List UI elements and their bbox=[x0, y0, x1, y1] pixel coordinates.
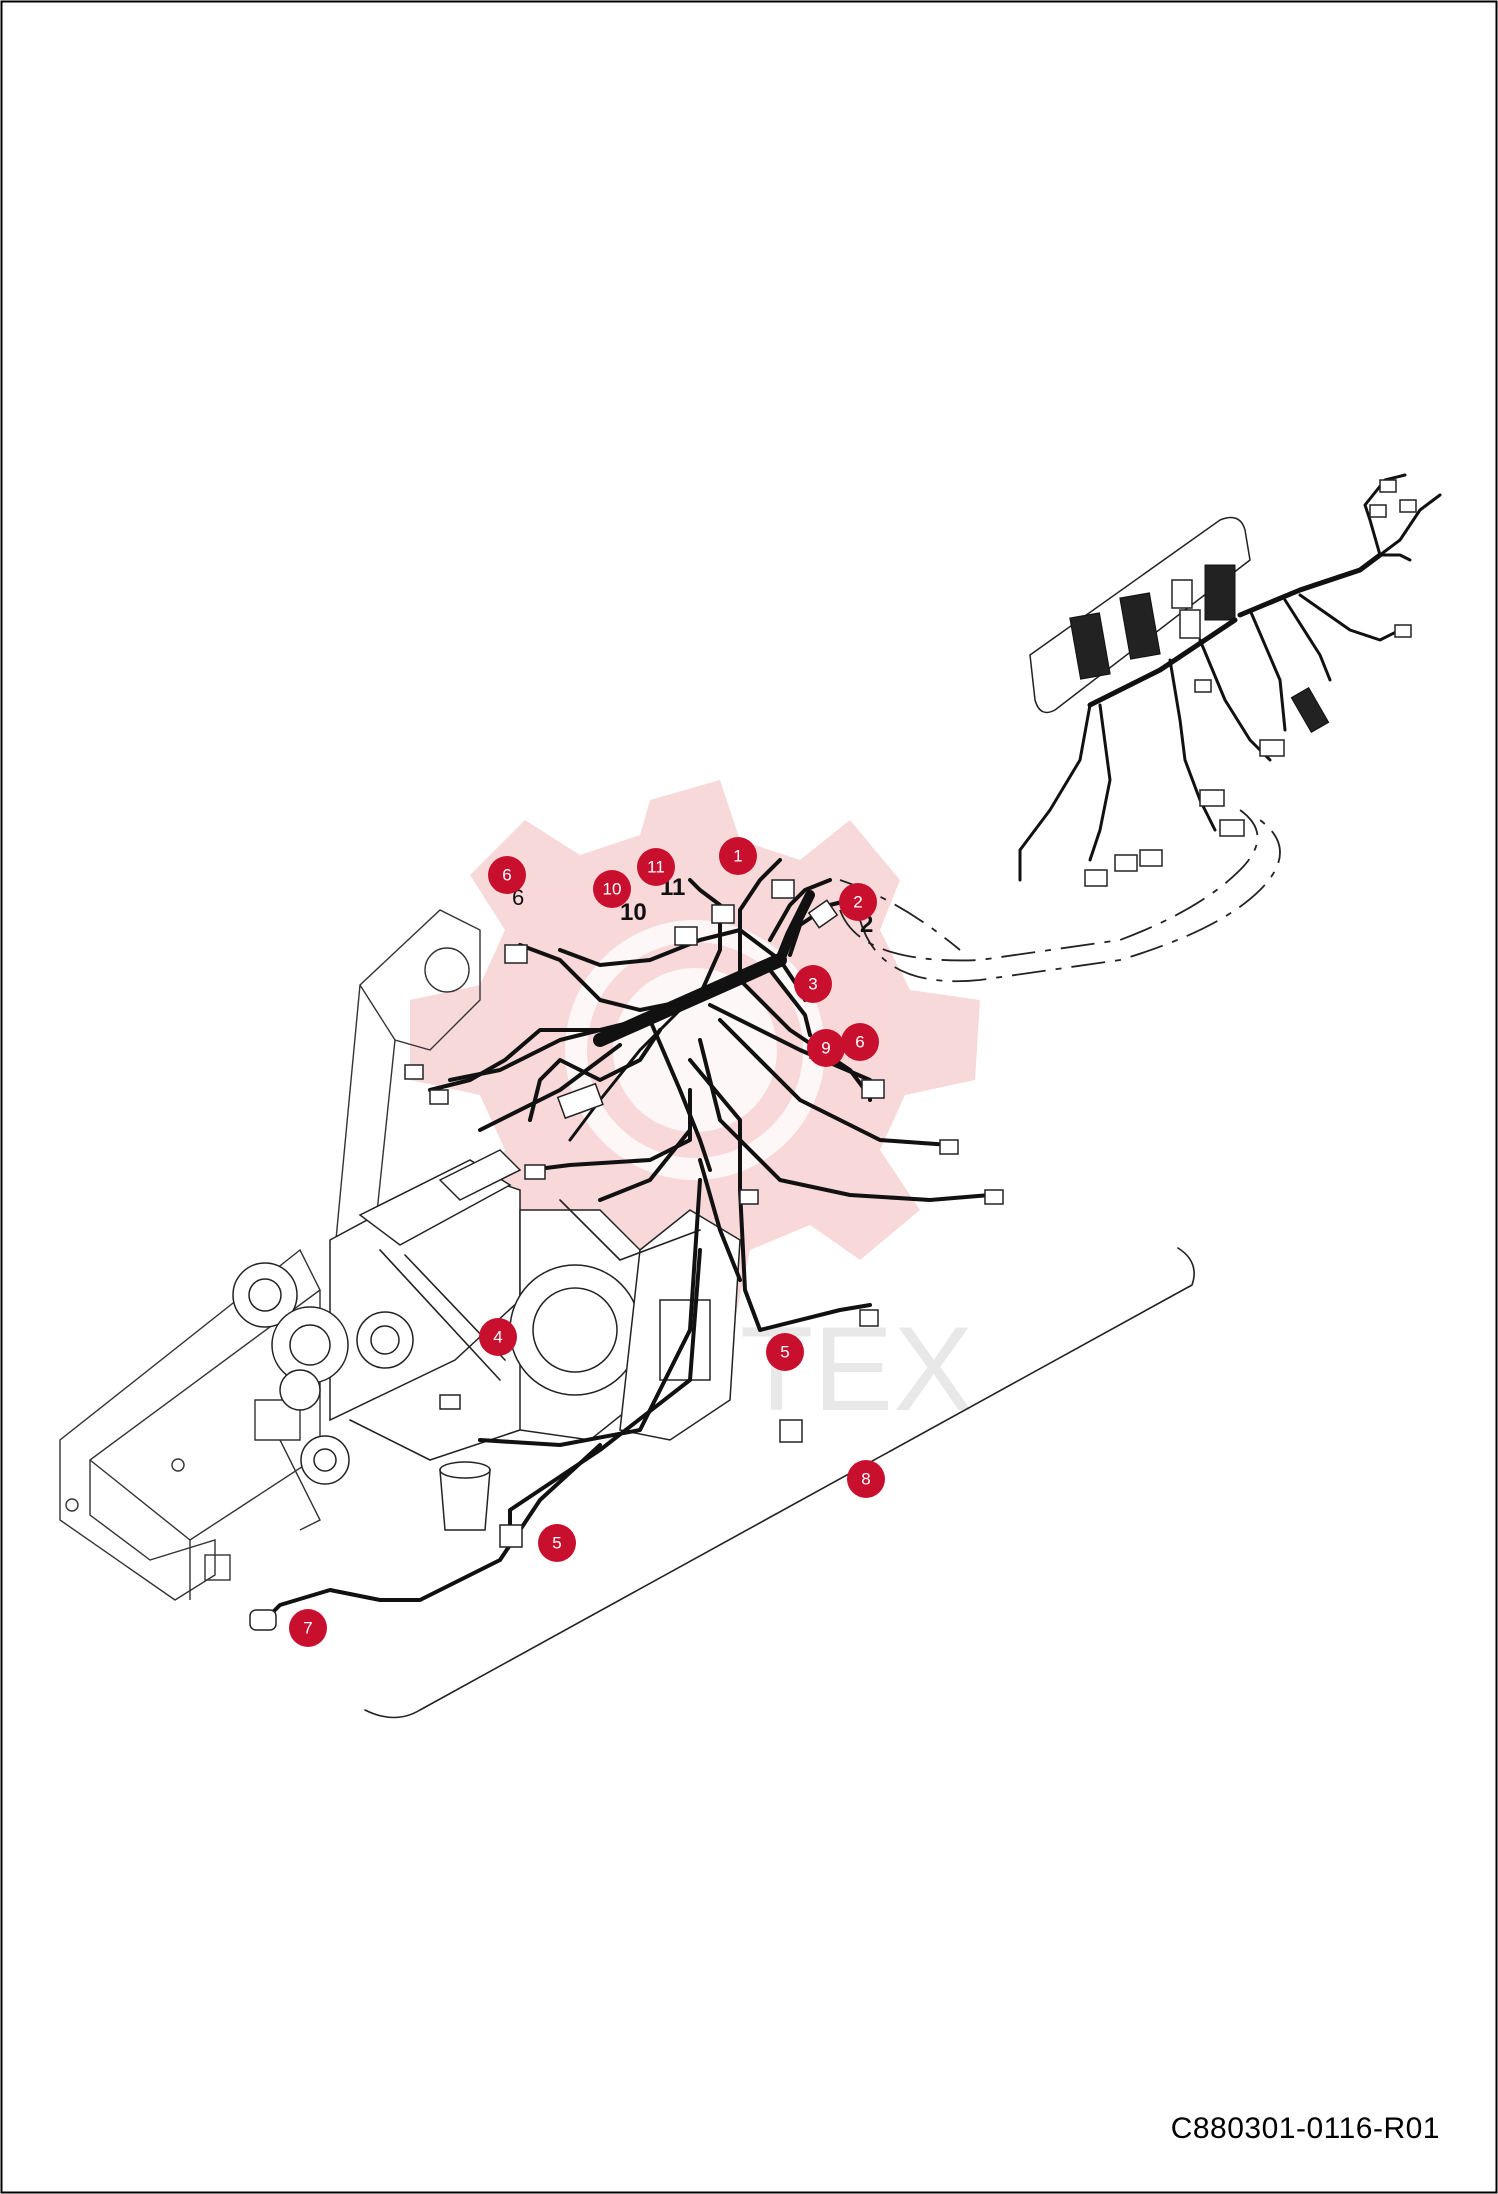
watermark-text: TEX bbox=[740, 1302, 973, 1436]
svg-text:7: 7 bbox=[303, 1619, 312, 1638]
svg-text:8: 8 bbox=[861, 1470, 870, 1489]
callout-8[interactable]: 8 bbox=[847, 1460, 885, 1498]
svg-text:5: 5 bbox=[780, 1343, 789, 1362]
svg-text:6: 6 bbox=[502, 866, 511, 885]
svg-text:1: 1 bbox=[733, 847, 742, 866]
callout-2[interactable]: 2 bbox=[839, 883, 877, 921]
callout-5b[interactable]: 5 bbox=[538, 1524, 576, 1562]
svg-text:2: 2 bbox=[853, 893, 862, 912]
engine-assembly bbox=[232, 1149, 741, 1531]
svg-text:6: 6 bbox=[855, 1033, 864, 1052]
callout-10[interactable]: 10 bbox=[593, 870, 631, 908]
callout-3[interactable]: 3 bbox=[794, 965, 832, 1003]
svg-text:10: 10 bbox=[603, 880, 622, 899]
dashed-route-2 bbox=[839, 809, 1259, 962]
callout-4[interactable]: 4 bbox=[479, 1318, 517, 1356]
relay-panel bbox=[1029, 516, 1383, 714]
dashed-route-1 bbox=[859, 819, 1281, 983]
svg-text:3: 3 bbox=[808, 975, 817, 994]
svg-text:4: 4 bbox=[493, 1328, 502, 1347]
panel-harness bbox=[1018, 473, 1442, 887]
assembly-bracket bbox=[364, 1247, 1195, 1719]
drawing-code: C880301-0116-R01 bbox=[1170, 2112, 1440, 2145]
callout-5a[interactable]: 5 bbox=[766, 1333, 804, 1371]
part-label-10: 10 bbox=[620, 899, 647, 926]
svg-text:11: 11 bbox=[647, 858, 665, 877]
svg-text:5: 5 bbox=[552, 1534, 561, 1553]
svg-text:9: 9 bbox=[821, 1039, 830, 1058]
callout-9[interactable]: 9 bbox=[807, 1029, 845, 1067]
callout-6a[interactable]: 6 bbox=[488, 856, 526, 894]
wire-harness bbox=[258, 858, 992, 1627]
callout-11[interactable]: 11 bbox=[637, 848, 675, 886]
callout-7[interactable]: 7 bbox=[289, 1609, 327, 1647]
callout-1[interactable]: 1 bbox=[719, 837, 757, 875]
callout-6b[interactable]: 6 bbox=[841, 1023, 879, 1061]
